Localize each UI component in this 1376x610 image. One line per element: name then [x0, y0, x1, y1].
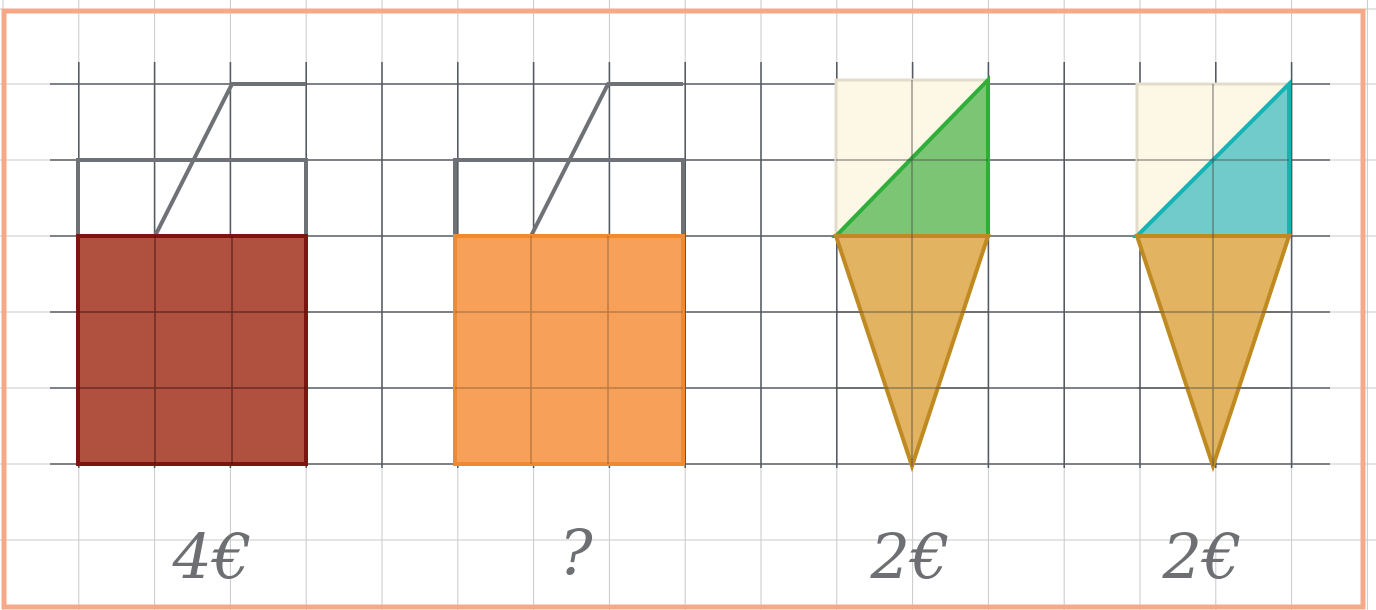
orange-carton-body — [453, 234, 685, 466]
green-cone-figure — [831, 75, 991, 473]
teal-cone-grid-lines — [1137, 84, 1289, 466]
red-carton-body — [76, 234, 308, 466]
red-carton-flap-outline — [153, 82, 306, 237]
orange-carton-grid-lines — [455, 236, 683, 464]
green-cone-grid-lines — [836, 80, 988, 466]
price-label-orange-carton: ? — [559, 516, 593, 589]
price-label-teal-cone: 2€ — [1162, 520, 1242, 593]
orange-carton-figure — [453, 82, 685, 466]
outer-frame — [1, 8, 1366, 610]
red-carton-figure — [76, 82, 308, 466]
price-label-red-carton: 4€ — [172, 520, 252, 593]
red-carton-grid-lines — [78, 236, 306, 464]
red-carton-lid-outline — [76, 158, 308, 236]
price-label-green-cone: 2€ — [870, 520, 950, 593]
orange-carton-lid-outline — [453, 158, 685, 236]
orange-carton-flap-outline — [529, 82, 683, 237]
teal-cone-figure — [1132, 79, 1292, 473]
